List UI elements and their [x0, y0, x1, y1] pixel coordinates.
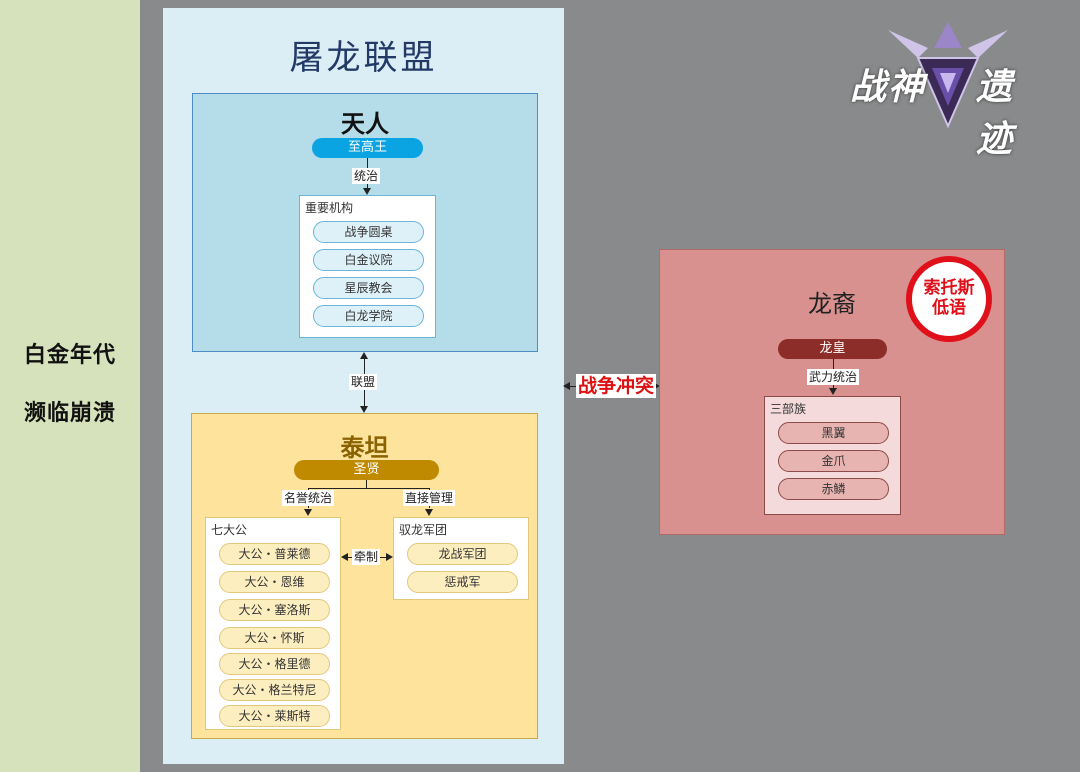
era-panel: 白金年代 濒临崩溃: [0, 0, 140, 772]
arrow-up-icon: [360, 352, 368, 359]
logo-text-right: 遗迹: [976, 66, 1015, 160]
titan-box: 泰坦 圣贤 名誉统治 直接管理 七大公 大公・普莱德 大公・恩维 大公・塞洛斯 …: [191, 413, 538, 739]
sothoth-whisper-stamp: 索托斯 低语: [906, 256, 992, 342]
logo-text-left: 战神: [850, 66, 927, 108]
titan-branch-stem: [366, 480, 367, 488]
duke-item-3: 大公・怀斯: [219, 627, 330, 649]
duke-item-4: 大公・格里德: [219, 653, 330, 675]
tribe-item-2: 赤鳞: [778, 478, 889, 500]
duke-item-1: 大公・恩维: [219, 571, 330, 593]
titan-branch-bar: [308, 488, 429, 489]
tianren-item-0: 战争圆桌: [313, 221, 424, 243]
tianren-item-2: 星辰教会: [313, 277, 424, 299]
tribe-item-0: 黑翼: [778, 422, 889, 444]
tianren-institutions-label: 重要机构: [305, 201, 354, 215]
arrow-right-icon: [653, 382, 660, 390]
duke-item-0: 大公・普莱德: [219, 543, 330, 565]
duke-item-6: 大公・莱斯特: [219, 705, 330, 727]
titan-relation-left: 名誉统治: [282, 490, 335, 506]
arrow-down-icon: [360, 406, 368, 413]
dragon-tribes-label: 三部族: [770, 402, 807, 416]
restrain-label: 牵制: [352, 549, 381, 565]
dragon-tribes-group: 三部族 黑翼 金爪 赤鳞: [764, 396, 901, 515]
dragon-box: 龙裔 龙皇 武力统治 三部族 黑翼 金爪 赤鳞: [659, 249, 1005, 535]
arrow-down-icon: [304, 509, 312, 516]
tianren-relation-label: 统治: [352, 168, 381, 184]
tianren-institutions: 重要机构 战争圆桌 白金议院 星辰教会 白龙学院: [299, 195, 436, 338]
dragon-leader: 龙皇: [778, 339, 887, 359]
tianren-item-3: 白龙学院: [313, 305, 424, 327]
arrow-right-icon: [386, 553, 393, 561]
war-conflict-label: 战争冲突: [576, 374, 657, 398]
dragon-title: 龙裔: [808, 290, 856, 318]
duke-item-5: 大公・格兰特尼: [219, 679, 330, 701]
game-logo: 战神 遗迹: [848, 18, 1048, 160]
stamp-line-2: 低语: [932, 298, 966, 318]
arrow-down-icon: [425, 509, 433, 516]
tianren-item-1: 白金议院: [313, 249, 424, 271]
tianren-box: 天人 至高王 统治 重要机构 战争圆桌 白金议院 星辰教会 白龙学院: [192, 93, 538, 352]
tianren-leader: 至高王: [312, 138, 423, 158]
titan-dukes-label: 七大公: [211, 523, 248, 537]
titan-legion-group: 驭龙军团 龙战军团 惩戒军: [393, 517, 529, 600]
legion-item-1: 惩戒军: [407, 571, 518, 593]
titan-leader: 圣贤: [294, 460, 439, 480]
winged-emblem-icon: [888, 22, 1008, 128]
alliance-title: 屠龙联盟: [289, 38, 438, 78]
tribe-item-1: 金爪: [778, 450, 889, 472]
arrow-down-icon: [363, 188, 371, 195]
titan-dukes-group: 七大公 大公・普莱德 大公・恩维 大公・塞洛斯 大公・怀斯 大公・格里德 大公・…: [205, 517, 341, 730]
legion-item-0: 龙战军团: [407, 543, 518, 565]
alliance-link-label: 联盟: [349, 374, 378, 390]
arrow-down-icon: [829, 388, 837, 395]
duke-item-2: 大公・塞洛斯: [219, 599, 330, 621]
titan-relation-right: 直接管理: [403, 490, 456, 506]
era-line-2: 濒临崩溃: [23, 400, 116, 426]
titan-legion-label: 驭龙军团: [399, 523, 448, 537]
arrow-left-icon: [341, 553, 348, 561]
era-line-1: 白金年代: [23, 342, 116, 368]
stamp-line-1: 索托斯: [923, 278, 975, 298]
tianren-title: 天人: [341, 109, 389, 138]
titan-title: 泰坦: [340, 433, 389, 462]
dragon-relation-label: 武力统治: [807, 369, 860, 385]
arrow-left-icon: [563, 382, 570, 390]
